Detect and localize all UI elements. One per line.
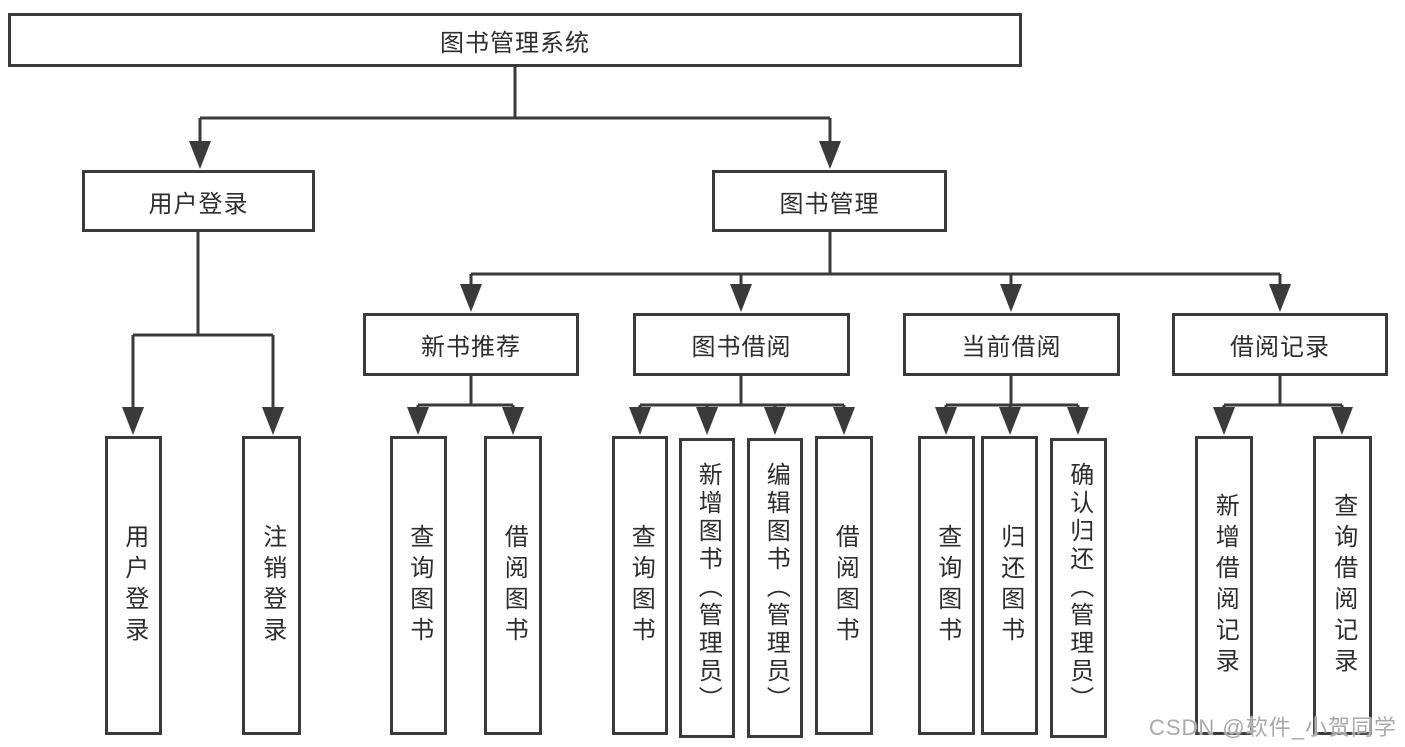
node-current-borrow: 当前借阅 [903, 313, 1120, 376]
leaf-user-login: 用户登录 [105, 436, 162, 735]
csdn-watermark: CSDN @软件_小贺同学 [1148, 715, 1397, 740]
node-book-management: 图书管理 [712, 170, 947, 232]
node-new-book-recommend: 新书推荐 [363, 313, 579, 376]
leaf-query-books-current: 查询图书 [918, 436, 975, 735]
node-borrow-records: 借阅记录 [1172, 313, 1388, 376]
leaf-confirm-return-admin: 确认归还（管理员） [1050, 438, 1107, 738]
leaf-edit-books-admin: 编辑图书（管理员） [747, 438, 803, 738]
leaf-add-books-admin: 新增图书（管理员） [679, 438, 735, 738]
node-library-system: 图书管理系统 [8, 13, 1022, 67]
leaf-query-borrow-record: 查询借阅记录 [1313, 436, 1372, 735]
leaf-return-books: 归还图书 [981, 436, 1038, 735]
node-book-borrow: 图书借阅 [633, 313, 850, 376]
leaf-logout: 注销登录 [242, 436, 301, 735]
leaf-add-borrow-record: 新增借阅记录 [1195, 436, 1253, 735]
leaf-query-books-borrow: 查询图书 [612, 436, 668, 735]
node-user-login: 用户登录 [82, 170, 315, 232]
leaf-borrow-books: 借阅图书 [815, 436, 873, 735]
leaf-query-books-recommend: 查询图书 [390, 436, 447, 735]
arrowhead-group [122, 141, 1353, 435]
leaf-borrow-books-recommend: 借阅图书 [484, 436, 542, 735]
